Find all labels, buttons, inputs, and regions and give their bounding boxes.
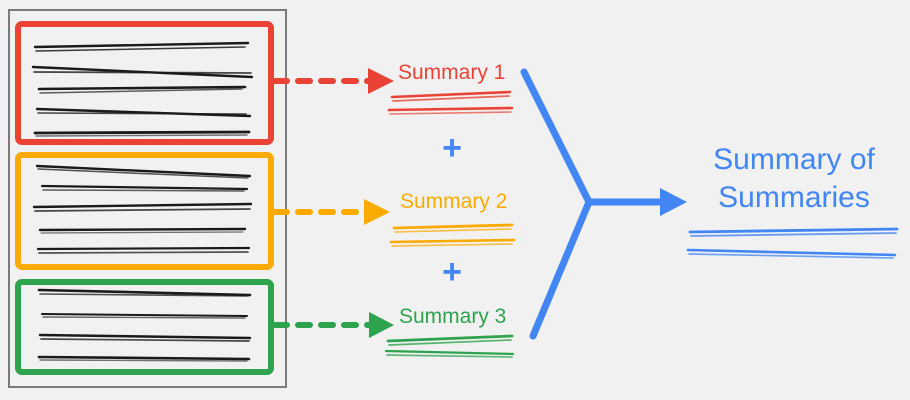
summary-2-label: Summary 2 <box>400 190 507 213</box>
final-summary-label-line-2: Summaries <box>718 181 870 214</box>
plus-2-symbol: + <box>442 253 462 291</box>
chunk-3-group[interactable] <box>15 279 274 375</box>
arrowhead-green <box>369 312 394 338</box>
summary-1-group[interactable]: Summary 1 <box>387 61 514 115</box>
chunk-3-text-lines <box>37 288 252 362</box>
chunk-2-box[interactable] <box>15 152 274 270</box>
merge-connector <box>520 68 687 340</box>
summary-1-lines <box>387 90 514 115</box>
summary-2-lines <box>389 223 516 247</box>
final-summary-group[interactable]: Summary of Summaries <box>686 143 899 259</box>
merge-branch-bottom <box>529 198 593 340</box>
plus-1-group: + <box>442 129 462 167</box>
arrowhead-orange <box>364 199 390 225</box>
final-summary-lines <box>686 227 899 259</box>
summary-3-group[interactable]: Summary 3 <box>384 305 515 358</box>
chunk-2-text-lines <box>32 164 253 254</box>
chunk-1-box[interactable] <box>15 21 274 145</box>
plus-2-group: + <box>442 253 462 291</box>
merge-branch-top <box>520 68 593 206</box>
source-document-outline <box>8 9 287 388</box>
chunk-1-group[interactable] <box>15 21 274 145</box>
final-summary-label-line-1: Summary of <box>713 143 875 176</box>
summary-1-label: Summary 1 <box>398 61 505 84</box>
chunk-1-to-summary-1-arrow <box>272 68 394 94</box>
chunk-3-box[interactable] <box>15 279 274 375</box>
chunk-1-text-lines <box>31 41 254 137</box>
arrowhead-blue <box>660 188 687 216</box>
plus-1-symbol: + <box>442 129 462 167</box>
summary-2-group[interactable]: Summary 2 <box>389 190 516 247</box>
chunk-3-to-summary-3-arrow <box>272 312 394 338</box>
chunk-2-group[interactable] <box>15 152 274 270</box>
chunk-2-to-summary-2-arrow <box>272 199 390 225</box>
summary-3-lines <box>384 334 515 358</box>
arrowhead-red <box>368 68 394 94</box>
summary-3-label: Summary 3 <box>399 305 506 328</box>
